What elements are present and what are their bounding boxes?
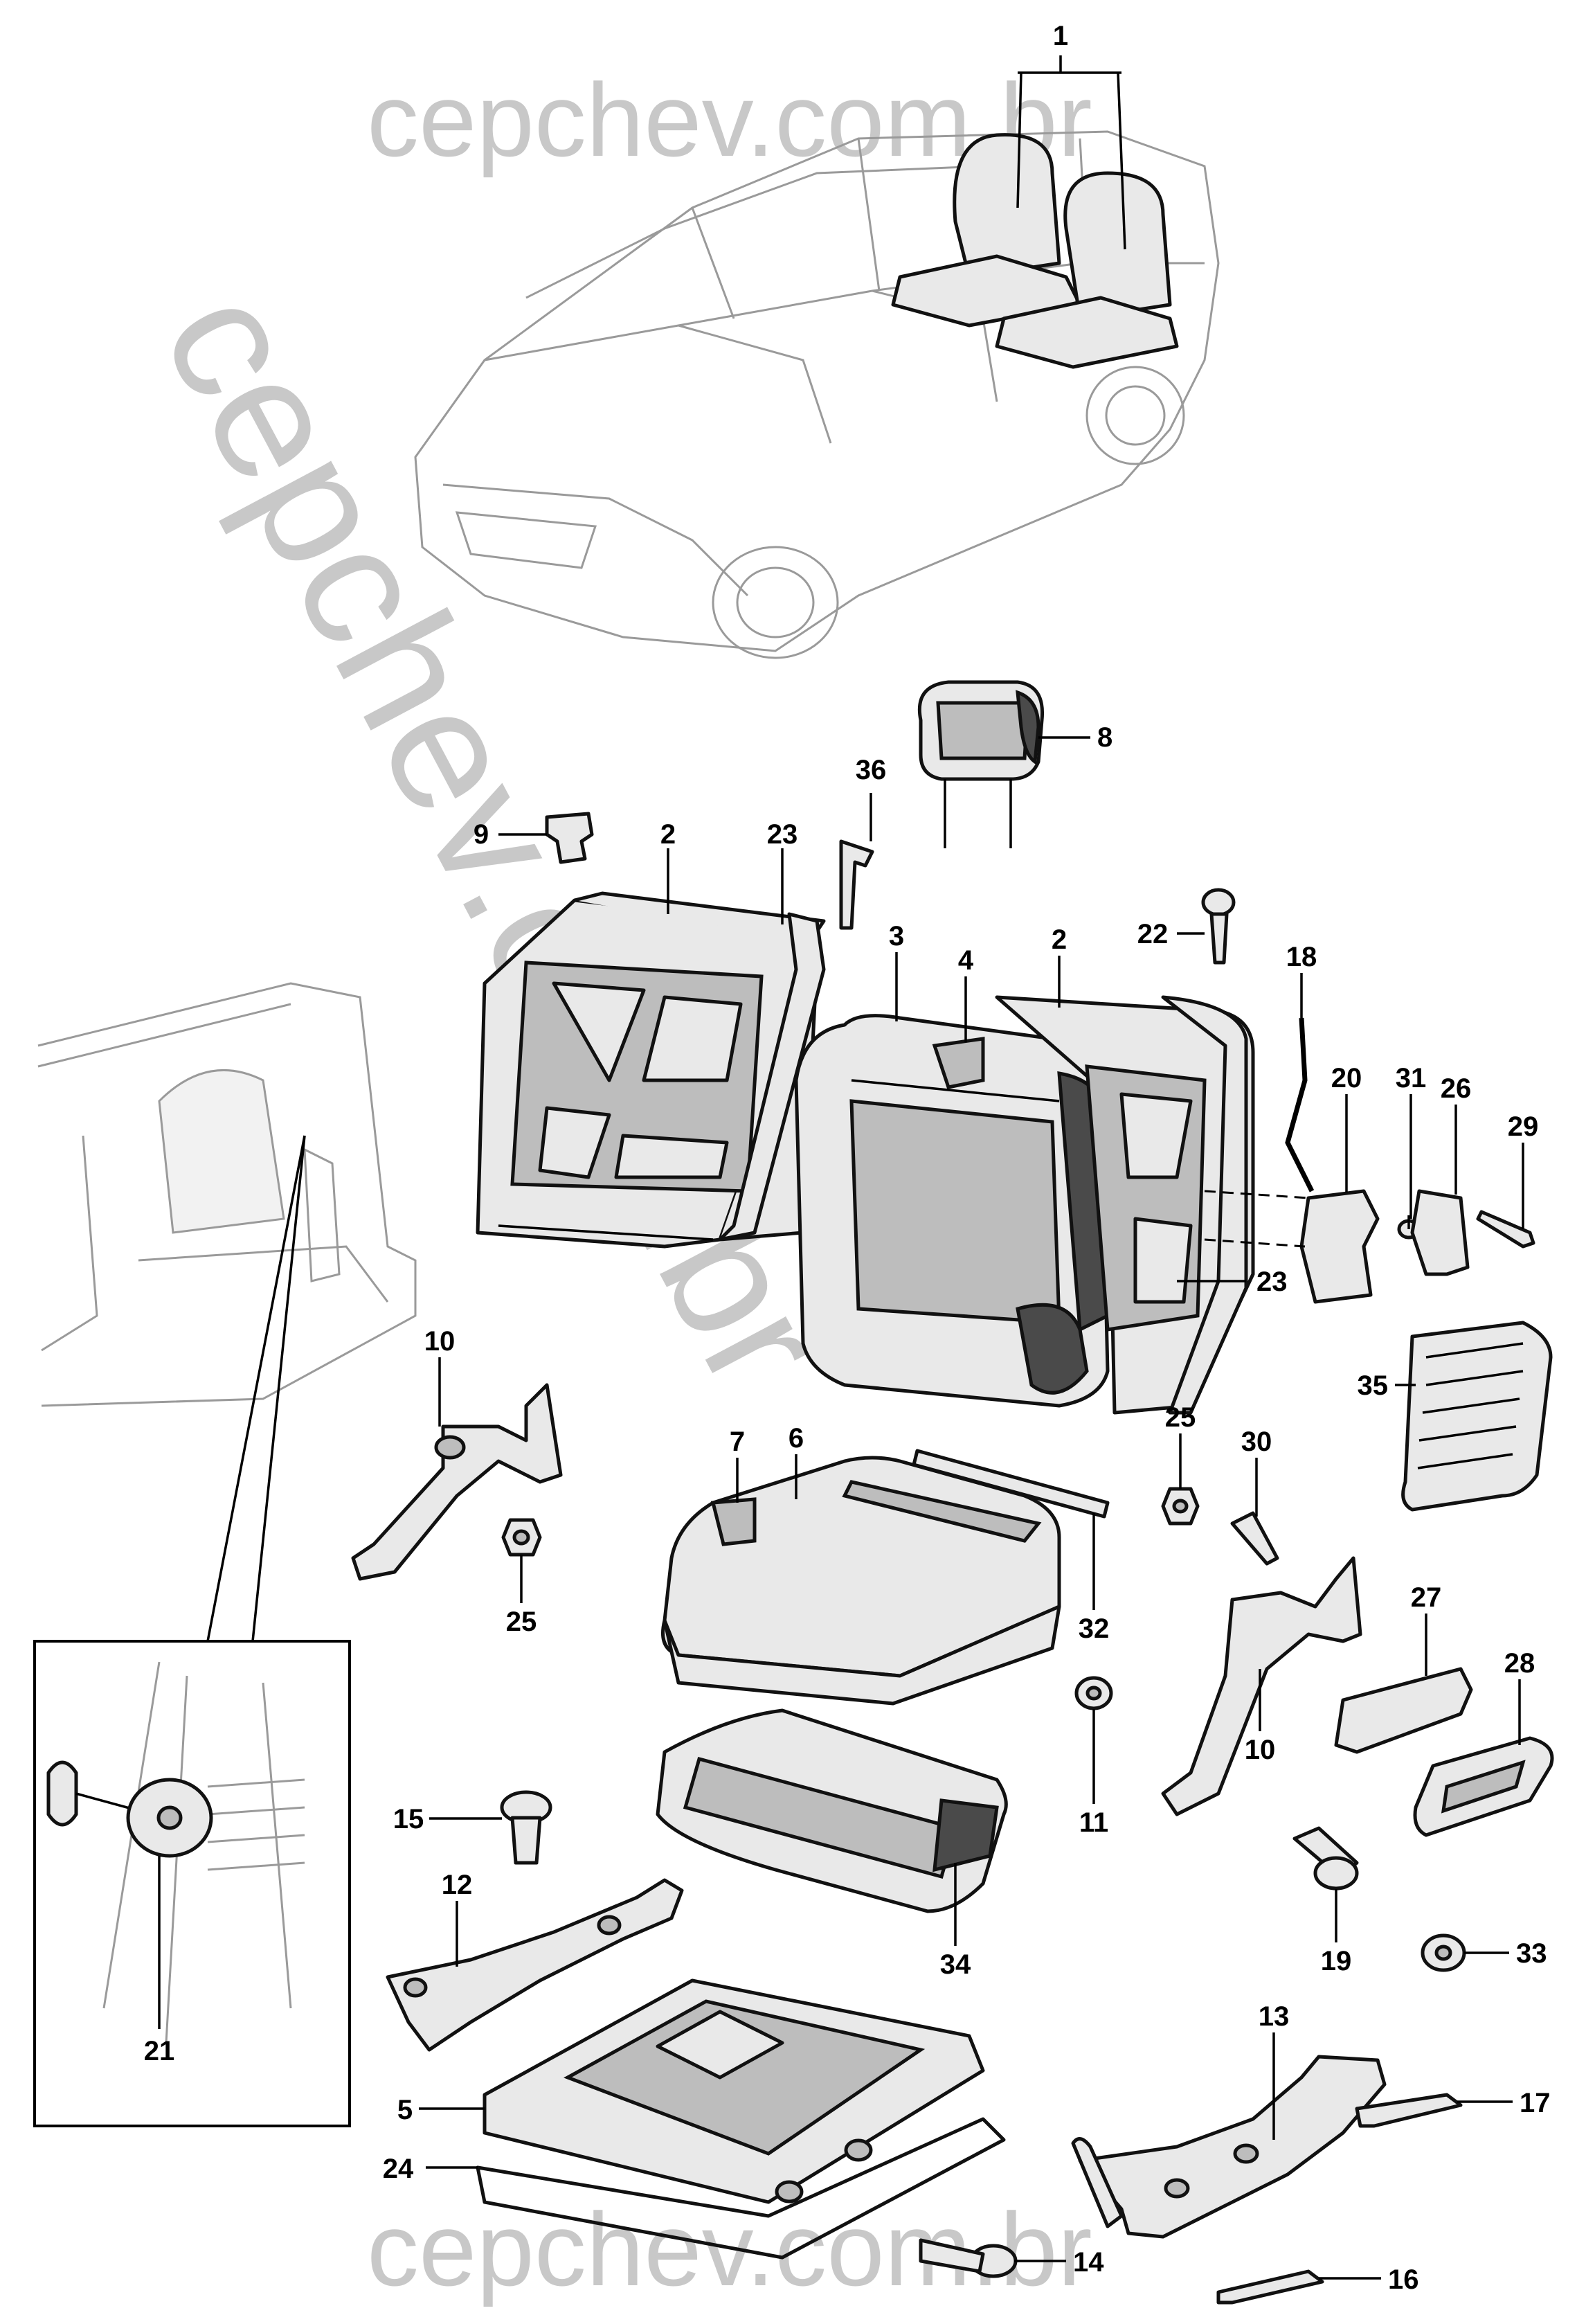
callout-10a: 10	[424, 1326, 456, 1357]
callout-22: 22	[1137, 919, 1169, 949]
svg-text:1: 1	[1053, 21, 1068, 51]
part-16-cover	[1216, 2269, 1324, 2305]
part-11-washer	[1074, 1676, 1113, 1710]
callout-31: 31	[1396, 1063, 1427, 1093]
interior-illustration	[37, 982, 417, 1407]
callout-18: 18	[1286, 942, 1317, 972]
part-15-bolt	[500, 1790, 552, 1865]
part-17-cover	[1355, 2093, 1463, 2128]
part-10-bracket-left	[351, 1383, 563, 1581]
part-18-cable	[1285, 1017, 1315, 1192]
callout-17: 17	[1520, 2088, 1551, 2118]
detail-inset-box	[33, 1640, 351, 2127]
part-2-seatback-frame-left	[476, 891, 826, 1249]
callout-10b: 10	[1245, 1735, 1276, 1765]
part-36-rod	[839, 839, 874, 930]
part-3-seatback-cushion	[794, 1014, 1110, 1408]
callout-19: 19	[1321, 1946, 1352, 1976]
callout-25a: 25	[506, 1607, 537, 1637]
callout-27: 27	[1411, 1582, 1442, 1613]
callout-4: 4	[958, 945, 974, 976]
part-23-trim-left	[718, 912, 826, 1242]
callout-2a: 2	[660, 819, 676, 850]
callout-33: 33	[1516, 1938, 1547, 1969]
part-12-seat-rail-left	[386, 1878, 684, 2052]
part-5-seat-pan	[483, 1978, 985, 2204]
callout-1: 1	[1016, 21, 1126, 250]
callout-13: 13	[1259, 2001, 1290, 2032]
part-7-label	[710, 1497, 757, 1546]
part-22-bolt	[1201, 888, 1236, 965]
part-19-bolt	[1292, 1826, 1359, 1891]
part-33-washer	[1421, 1933, 1466, 1972]
callout-12: 12	[442, 1870, 473, 1900]
callout-6: 6	[789, 1423, 804, 1454]
callout-23a: 23	[767, 819, 798, 850]
callout-9: 9	[474, 819, 489, 850]
callout-30: 30	[1241, 1427, 1272, 1457]
part-32-tube	[912, 1449, 1110, 1519]
callout-29: 29	[1508, 1111, 1539, 1142]
part-25-nut-right	[1161, 1487, 1200, 1526]
part-13-seat-rail-right	[1071, 2055, 1387, 2239]
part-6-seat-cushion	[661, 1456, 1061, 1706]
callout-34: 34	[940, 1949, 971, 1980]
part-30-bolt	[1230, 1511, 1279, 1566]
watermark-diagonal: cepchev.com.br	[127, 259, 865, 1418]
callout-24: 24	[383, 2154, 414, 2184]
part-34-cushion-pad	[656, 1708, 1008, 1913]
callout-23b: 23	[1256, 1267, 1288, 1297]
part-27-cover	[1334, 1667, 1473, 1754]
callout-25b: 25	[1165, 1402, 1196, 1433]
part-23-trim-right	[1161, 995, 1248, 1415]
callout-8: 8	[1097, 722, 1112, 753]
callout-14: 14	[1073, 2247, 1104, 2278]
part-20-cover	[1299, 1189, 1380, 1304]
callout-35: 35	[1358, 1370, 1389, 1401]
callout-28: 28	[1504, 1648, 1535, 1679]
callout-26: 26	[1441, 1073, 1472, 1104]
part-35-panel	[1401, 1321, 1553, 1512]
callout-36: 36	[856, 755, 887, 785]
callout-7: 7	[730, 1427, 745, 1457]
callout-5: 5	[397, 2095, 413, 2125]
car-illustration	[414, 130, 1220, 659]
part-14-bolt	[919, 2238, 1018, 2278]
part-24-gasket	[476, 2117, 1006, 2260]
inset-detail	[46, 1661, 305, 2044]
part-10-bracket-right	[1161, 1556, 1362, 1816]
callout-32: 32	[1079, 1614, 1110, 1644]
part-8-headrest	[917, 680, 1045, 848]
callout-15: 15	[393, 1804, 424, 1834]
callout-21: 21	[144, 2036, 175, 2066]
part-9-clip	[545, 812, 594, 864]
callout-11: 11	[1079, 1807, 1108, 1838]
part-25-nut-left	[501, 1518, 542, 1557]
part-29-screw	[1476, 1210, 1535, 1249]
part-26-cover	[1410, 1189, 1470, 1276]
callout-16: 16	[1388, 2264, 1419, 2295]
callout-20: 20	[1331, 1063, 1362, 1093]
callout-2b: 2	[1052, 924, 1067, 955]
callout-3: 3	[889, 921, 904, 951]
part-28-handle	[1413, 1736, 1554, 1837]
